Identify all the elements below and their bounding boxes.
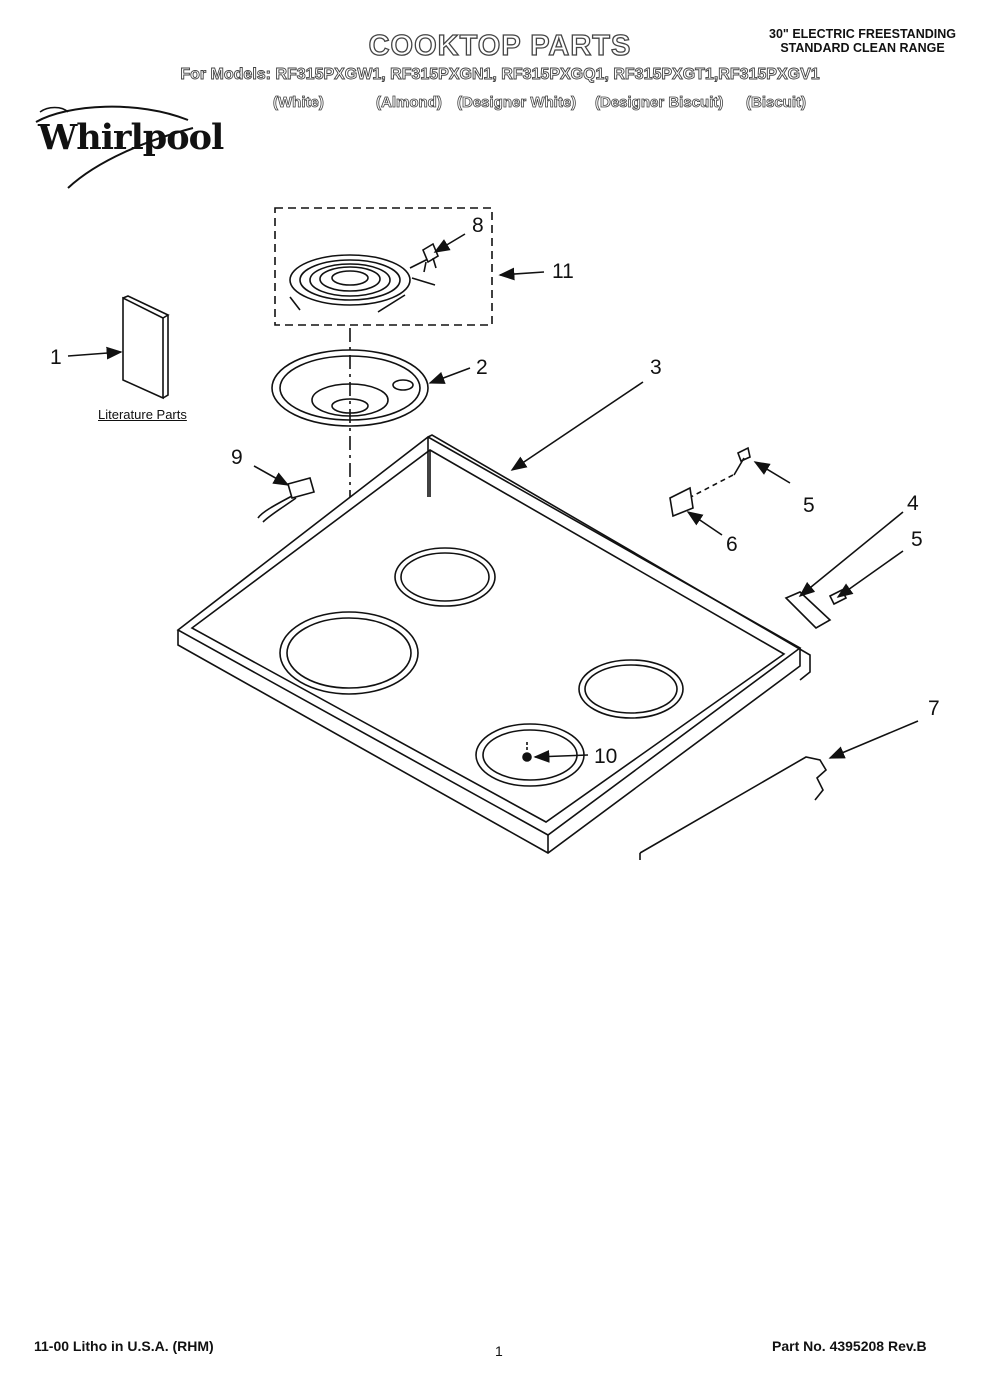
callout-8: 8	[472, 214, 484, 237]
callout-3: 3	[650, 356, 662, 379]
callout-2: 2	[476, 356, 488, 379]
wire-connector-part	[257, 477, 315, 523]
callout-5: 5	[803, 494, 815, 517]
page-title: COOKTOP PARTS	[368, 29, 632, 62]
footer-litho: 11-00 Litho in U.S.A. (RHM)	[34, 1338, 214, 1354]
rod-7-part	[639, 756, 828, 860]
callout-1: 1	[50, 346, 62, 369]
callout-7: 7	[928, 697, 940, 720]
whirlpool-logo: Whirlpool	[38, 117, 224, 158]
range-description: 30" ELECTRIC FREESTANDING STANDARD CLEAN…	[740, 27, 985, 55]
color-biscuit: (Biscuit)	[746, 94, 807, 112]
color-white: (White)	[273, 94, 325, 112]
whirlpool-swoosh-icon	[35, 105, 194, 189]
callout-9: 9	[231, 446, 243, 469]
range-line-1: 30" ELECTRIC FREESTANDING	[769, 27, 956, 41]
callout-11: 11	[552, 260, 574, 283]
color-designer-white: (Designer White)	[457, 94, 577, 112]
literature-parts-label: Literature Parts	[98, 407, 187, 422]
element-kit-box	[274, 207, 493, 326]
range-line-2: STANDARD CLEAN RANGE	[780, 41, 945, 55]
bracket-4-part	[784, 591, 832, 629]
footer-part-number: Part No. 4395208 Rev.B	[772, 1338, 927, 1354]
callout-10: 10	[594, 745, 617, 768]
model-list: For Models: RF315PXGW1, RF315PXGN1, RF31…	[180, 66, 820, 84]
cooktop-part	[176, 434, 811, 854]
callout-6: 6	[726, 533, 738, 556]
screw-10-part	[522, 742, 532, 762]
terminal-block-part	[421, 242, 440, 273]
screw-5-part	[684, 446, 751, 501]
literature-book-part	[122, 295, 170, 400]
callout-5b: 5	[911, 528, 923, 551]
surface-element-part	[289, 254, 436, 313]
color-designer-biscuit: (Designer Biscuit)	[595, 94, 724, 112]
leader-lines	[67, 233, 919, 763]
page-number: 1	[495, 1343, 503, 1359]
callout-numbers: 1 2 3 4 5 5 6 7 8 9 10 11	[50, 214, 940, 768]
callout-4: 4	[907, 492, 919, 515]
color-almond: (Almond)	[376, 94, 443, 112]
clip-6-part	[669, 486, 694, 518]
